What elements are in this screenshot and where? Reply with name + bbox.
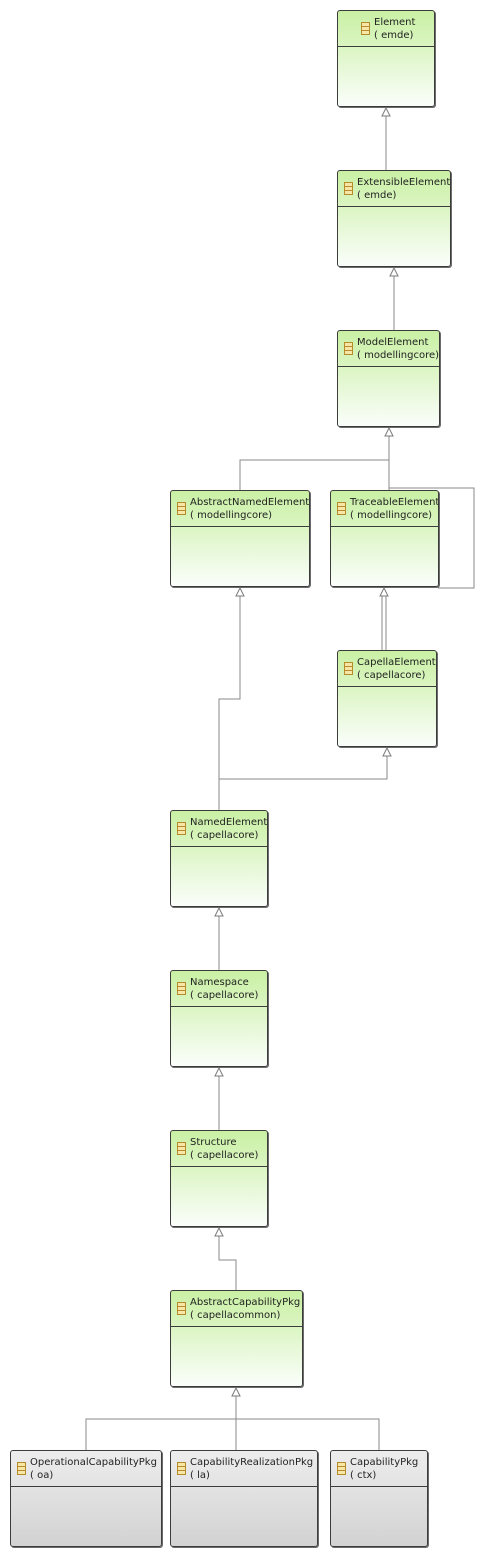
class-name: AbstractCapabilityPkg — [190, 1297, 301, 1308]
class-package: ( capellacore) — [190, 1150, 259, 1161]
class-header: CapellaElement ( capellacore) — [338, 651, 436, 687]
class-package: ( capellacore) — [190, 990, 259, 1001]
class-abstract-capability-pkg[interactable]: AbstractCapabilityPkg ( capellacommon) — [170, 1290, 303, 1387]
class-package: ( capellacore) — [357, 670, 426, 681]
class-package: ( modellingcore) — [350, 510, 433, 521]
class-header: AbstractNamedElement ( modellingcore) — [171, 491, 309, 527]
class-name: OperationalCapabilityPkg — [30, 1457, 157, 1468]
class-header: AbstractCapabilityPkg ( capellacommon) — [171, 1291, 302, 1327]
class-name: ModelElement — [357, 337, 429, 348]
class-name: ExtensibleElement — [357, 177, 451, 188]
class-capability-realization-pkg[interactable]: CapabilityRealizationPkg ( la) — [170, 1450, 318, 1547]
class-package: ( la) — [190, 1470, 210, 1481]
generalization-arrowhead — [389, 266, 399, 277]
generalization-arrowhead — [381, 106, 391, 117]
class-name: NamedElement — [190, 817, 268, 828]
class-extensible-element[interactable]: ExtensibleElement ( emde) — [337, 170, 451, 267]
class-icon — [344, 182, 353, 195]
class-abstract-named-element[interactable]: AbstractNamedElement ( modellingcore) — [170, 490, 310, 587]
class-name: Element — [374, 17, 416, 28]
class-package: ( emde) — [374, 30, 414, 41]
class-header: CapabilityPkg ( ctx) — [331, 1451, 427, 1487]
generalization-arrowhead — [384, 426, 394, 437]
class-traceable-element[interactable]: TraceableElement ( modellingcore) — [330, 490, 439, 587]
class-header: Structure ( capellacore) — [171, 1131, 267, 1167]
class-operational-capability-pkg[interactable]: OperationalCapabilityPkg ( oa) — [10, 1450, 162, 1547]
class-header: NamedElement ( capellacore) — [171, 811, 267, 847]
generalization-arrowhead — [235, 586, 245, 597]
edge-operational-to-abstractcap — [85, 1396, 237, 1450]
class-name: TraceableElement — [350, 497, 439, 508]
class-name: CapabilityPkg — [350, 1457, 419, 1468]
class-icon — [177, 1302, 186, 1315]
class-element[interactable]: Element ( emde) — [337, 10, 435, 107]
class-package: ( modellingcore) — [357, 350, 440, 361]
class-name: CapellaElement — [357, 657, 436, 668]
class-structure[interactable]: Structure ( capellacore) — [170, 1130, 268, 1227]
generalization-arrowhead — [379, 586, 389, 597]
class-icon — [361, 22, 370, 35]
class-header: ExtensibleElement ( emde) — [338, 171, 450, 207]
generalization-arrowhead — [214, 906, 224, 917]
class-header: Namespace ( capellacore) — [171, 971, 267, 1007]
class-icon — [177, 822, 186, 835]
edge-traceable-loop — [389, 487, 475, 589]
class-name: Namespace — [190, 977, 249, 988]
class-header: OperationalCapabilityPkg ( oa) — [11, 1451, 161, 1487]
class-name: Structure — [190, 1137, 237, 1148]
edge-named-to-abstractnamed — [218, 596, 241, 810]
generalization-arrowhead — [382, 746, 392, 757]
class-icon — [177, 1462, 186, 1475]
edge-ctx-to-abstractcap — [236, 1418, 380, 1450]
class-icon — [177, 982, 186, 995]
class-name: CapabilityRealizationPkg — [190, 1457, 314, 1468]
class-package: ( emde) — [357, 190, 397, 201]
class-icon — [344, 342, 353, 355]
class-named-element[interactable]: NamedElement ( capellacore) — [170, 810, 268, 907]
edge-abstractnamed-to-model — [239, 436, 390, 490]
class-capella-element[interactable]: CapellaElement ( capellacore) — [337, 650, 437, 747]
class-icon — [17, 1462, 26, 1475]
class-icon — [177, 1142, 186, 1155]
class-package: ( modellingcore) — [190, 510, 273, 521]
class-icon — [344, 662, 353, 675]
class-icon — [337, 502, 346, 515]
class-header: Element ( emde) — [338, 11, 434, 47]
class-name: AbstractNamedElement — [190, 497, 310, 508]
class-header: ModelElement ( modellingcore) — [338, 331, 439, 367]
class-namespace[interactable]: Namespace ( capellacore) — [170, 970, 268, 1067]
generalization-arrowhead — [214, 1066, 224, 1077]
class-package: ( capellacore) — [190, 830, 259, 841]
edge-named-to-capella — [219, 756, 388, 780]
class-package: ( oa) — [30, 1470, 54, 1481]
class-capability-pkg[interactable]: CapabilityPkg ( ctx) — [330, 1450, 428, 1547]
generalization-arrowhead — [231, 1386, 241, 1397]
class-model-element[interactable]: ModelElement ( modellingcore) — [337, 330, 440, 427]
class-package: ( capellacommon) — [190, 1310, 281, 1321]
class-header: CapabilityRealizationPkg ( la) — [171, 1451, 317, 1487]
class-header: TraceableElement ( modellingcore) — [331, 491, 438, 527]
class-icon — [337, 1462, 346, 1475]
edge-abstractcap-to-structure — [218, 1236, 237, 1290]
class-icon — [177, 502, 186, 515]
class-package: ( ctx) — [350, 1470, 377, 1481]
generalization-arrowhead — [214, 1226, 224, 1237]
